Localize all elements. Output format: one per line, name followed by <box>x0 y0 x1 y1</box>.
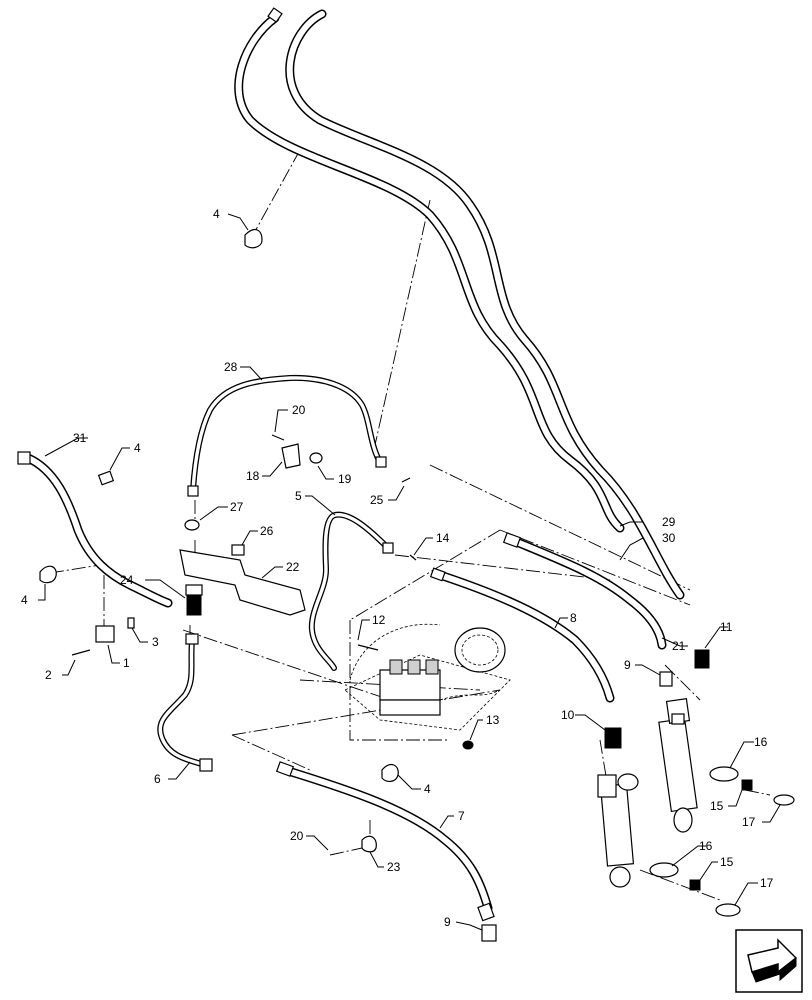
callout-13: 13 <box>486 713 500 727</box>
hose-21 <box>502 532 667 650</box>
callout-8: 8 <box>570 611 577 625</box>
callout-14: 14 <box>436 531 450 545</box>
callout-18: 18 <box>246 469 260 483</box>
leader-lines <box>38 213 781 931</box>
callout-6: 6 <box>154 772 161 786</box>
callout-23: 23 <box>387 860 401 874</box>
tube-6 <box>157 633 213 772</box>
callout-5: 5 <box>295 489 302 503</box>
callout-4-bottom: 4 <box>424 782 431 796</box>
tube-5 <box>308 511 394 671</box>
cylinder-right <box>658 698 698 833</box>
callout-31: 31 <box>73 431 87 445</box>
callout-7: 7 <box>458 809 465 823</box>
callout-27: 27 <box>230 500 244 514</box>
callout-10: 10 <box>561 708 575 722</box>
bracket-22 <box>179 549 306 616</box>
callout-12: 12 <box>372 613 386 627</box>
callout-30: 30 <box>662 531 676 545</box>
callout-16-left: 16 <box>699 839 713 853</box>
callout-15-right: 15 <box>710 799 724 813</box>
callout-3: 3 <box>152 635 159 649</box>
valve-assembly <box>344 623 511 731</box>
callout-20-top: 20 <box>292 403 306 417</box>
hose-8 <box>429 567 615 703</box>
callout-1: 1 <box>123 656 130 670</box>
hose-30 <box>285 9 685 600</box>
hose-31 <box>17 451 173 608</box>
callout-22: 22 <box>286 560 300 574</box>
callout-4-top: 4 <box>213 207 220 221</box>
callout-2: 2 <box>45 668 52 682</box>
callout-9-bottom: 9 <box>444 915 451 929</box>
callout-26: 26 <box>260 524 274 538</box>
callout-4-left-fitting: 4 <box>134 441 141 455</box>
callout-25: 25 <box>370 493 384 507</box>
callout-17-left: 17 <box>760 876 774 890</box>
callout-17-right: 17 <box>742 815 756 829</box>
callout-29: 29 <box>662 515 676 529</box>
callout-20-bottom: 20 <box>290 829 304 843</box>
callout-19: 19 <box>338 472 352 486</box>
callout-24: 24 <box>120 573 134 587</box>
cylinder-left <box>597 773 639 888</box>
callout-15-left: 15 <box>720 855 734 869</box>
callout-labels: 4 31 4 4 2 1 3 24 28 20 18 19 25 27 26 2… <box>21 207 774 929</box>
callout-4-left-clamp: 4 <box>21 593 28 607</box>
callout-21: 21 <box>672 639 686 653</box>
callout-9-top: 9 <box>624 658 631 672</box>
hose-29 <box>234 7 625 533</box>
callout-11: 11 <box>720 620 733 634</box>
callout-16-right: 16 <box>754 735 768 749</box>
arrow-right-icon[interactable] <box>735 929 803 993</box>
hose-7 <box>275 761 495 922</box>
callout-28: 28 <box>224 360 238 374</box>
small-parts <box>39 228 795 942</box>
tube-28 <box>187 374 387 497</box>
